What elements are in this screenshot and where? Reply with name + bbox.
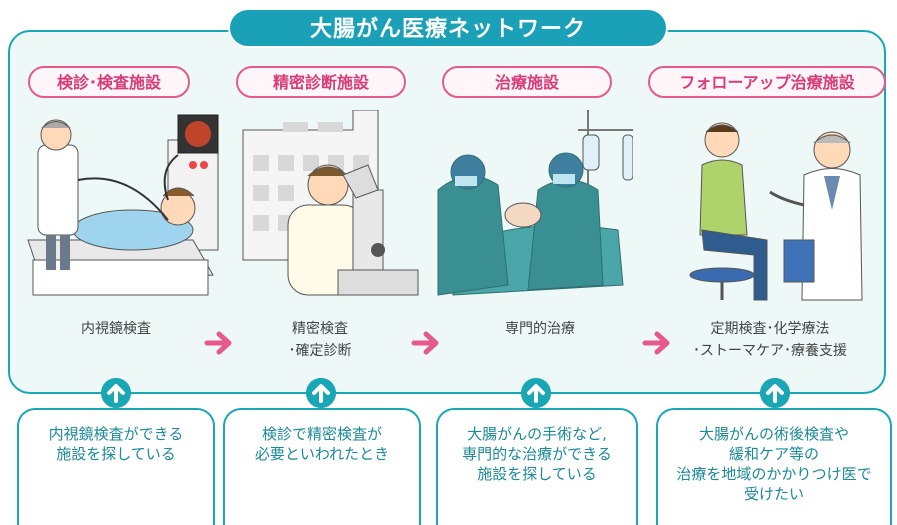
question-line: 施設を探している	[477, 465, 597, 483]
step-label-line: 定期検査･化学療法	[710, 321, 830, 337]
step-label-diagnosis: 精密検査 ･確定診断	[220, 318, 420, 362]
step-label-treatment: 専門的治療	[440, 318, 640, 340]
arrow-right-icon	[642, 331, 670, 355]
question-line: 必要といわれたとき	[254, 445, 390, 463]
question-line: 施設を探している	[56, 445, 176, 463]
step-label-line: ･確定診断	[288, 343, 352, 359]
question-line: 緩和ケア等の	[728, 445, 819, 463]
arrow-up-icon	[101, 378, 131, 408]
category-diagnosis: 精密診断施設	[236, 66, 406, 98]
arrow-right-icon	[204, 331, 232, 355]
category-treatment: 治療施設	[442, 66, 612, 98]
question-line: 大腸がんの手術など,	[467, 425, 607, 443]
question-line: 内視鏡検査ができる	[48, 425, 184, 443]
question-line: 検診で精密検査が	[261, 425, 382, 443]
arrow-up-icon	[306, 378, 336, 408]
question-box-treatment: 大腸がんの手術など, 専門的な治療ができる 施設を探している	[436, 408, 638, 525]
question-box-endoscopy: 内視鏡検査ができる 施設を探している	[17, 408, 215, 525]
question-line: 専門的な治療ができる	[462, 445, 612, 463]
question-box-followup: 大腸がんの術後検査や 緩和ケア等の 治療を地域のかかりつけ医で 受けたい	[656, 408, 892, 525]
arrow-up-icon	[521, 378, 551, 408]
arrow-right-icon	[411, 331, 439, 355]
category-screening: 検診･検査施設	[28, 66, 190, 98]
page-title: 大腸がん医療ネットワーク	[228, 8, 668, 48]
step-label-line: ･ストーマケア･療養支援	[693, 343, 847, 359]
step-label-line: 内視鏡検査	[81, 321, 151, 337]
endoscopy-illustration	[27, 114, 219, 296]
step-label-followup: 定期検査･化学療法 ･ストーマケア･療養支援	[670, 318, 870, 362]
category-followup: フォローアップ治療施設	[648, 66, 886, 98]
question-line: 治療を地域のかかりつけ医で	[676, 465, 872, 483]
step-label-line: 精密検査	[292, 321, 348, 337]
question-line: 大腸がんの術後検査や	[698, 425, 849, 443]
step-label-endoscopy: 内視鏡検査	[16, 318, 216, 340]
question-box-diagnosis: 検診で精密検査が 必要といわれたとき	[223, 408, 421, 525]
microscope-illustration	[242, 110, 419, 296]
arrow-up-icon	[760, 378, 790, 408]
question-line: 受けたい	[743, 485, 804, 503]
followup-illustration	[689, 122, 863, 301]
surgery-illustration	[437, 110, 633, 296]
step-label-line: 専門的治療	[505, 321, 575, 337]
